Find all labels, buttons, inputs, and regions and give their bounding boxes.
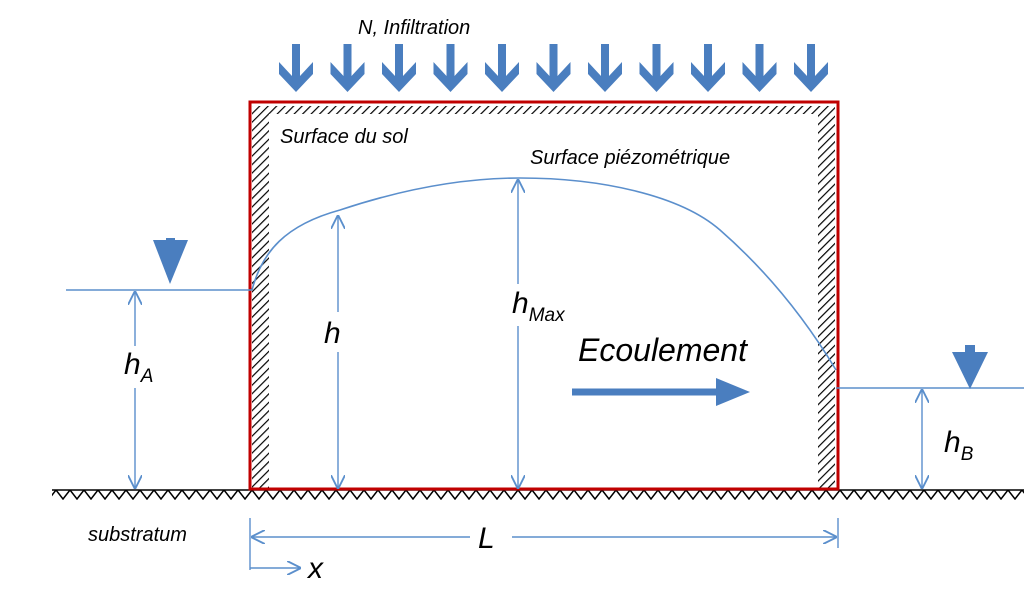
left-water-level-triangle-down-icon bbox=[153, 240, 188, 284]
water-table-curve bbox=[251, 177, 837, 371]
h-b-subscript: B bbox=[961, 444, 974, 465]
ground-surface-label: Surface du sol bbox=[280, 126, 408, 148]
infiltration-arrow-down-icon bbox=[433, 44, 468, 92]
substratum-hatch bbox=[52, 490, 1024, 500]
infiltration-arrow-down-icon bbox=[742, 44, 777, 92]
length-label: L bbox=[478, 522, 495, 555]
infiltration-arrow-down-icon bbox=[279, 44, 313, 92]
flow-label: Ecoulement bbox=[578, 332, 748, 368]
infiltration-arrow-down-icon bbox=[536, 44, 571, 92]
h-a-label: hA bbox=[124, 348, 153, 387]
h-max-subscript: Max bbox=[529, 305, 566, 326]
aquifer-box bbox=[248, 100, 840, 491]
flow-arrow-head bbox=[716, 378, 750, 406]
h-a-base: h bbox=[124, 348, 141, 381]
right-wall-hatch bbox=[818, 108, 835, 488]
infiltration-arrows bbox=[279, 44, 828, 92]
h-a-subscript: A bbox=[140, 366, 154, 387]
infiltration-arrow-down-icon bbox=[639, 44, 674, 92]
left-wall-hatch bbox=[252, 108, 269, 488]
infiltration-arrow-down-icon bbox=[588, 44, 622, 92]
infiltration-arrow-down-icon bbox=[794, 44, 828, 92]
infiltration-arrow-down-icon bbox=[382, 44, 416, 92]
infiltration-label: N, Infiltration bbox=[358, 17, 470, 39]
top-surface-hatch bbox=[252, 106, 835, 114]
h-b-label: hB bbox=[944, 426, 974, 465]
h-b-base: h bbox=[944, 426, 961, 459]
infiltration-arrow-down-icon bbox=[485, 44, 519, 92]
right-water-level-triangle-down-icon bbox=[952, 352, 988, 389]
h-max-label: hMax bbox=[512, 287, 566, 326]
h-max-base: h bbox=[512, 287, 529, 320]
infiltration-arrow-down-icon bbox=[330, 44, 365, 92]
infiltration-arrow-down-icon bbox=[691, 44, 725, 92]
substratum-label: substratum bbox=[88, 524, 187, 546]
left-water-level-triangle-stem bbox=[166, 238, 175, 248]
h-label: h bbox=[324, 317, 341, 350]
x-axis-label: x bbox=[306, 552, 324, 585]
right-water-level-triangle-stem bbox=[965, 345, 975, 355]
water-table-label: Surface piézométrique bbox=[530, 147, 730, 169]
